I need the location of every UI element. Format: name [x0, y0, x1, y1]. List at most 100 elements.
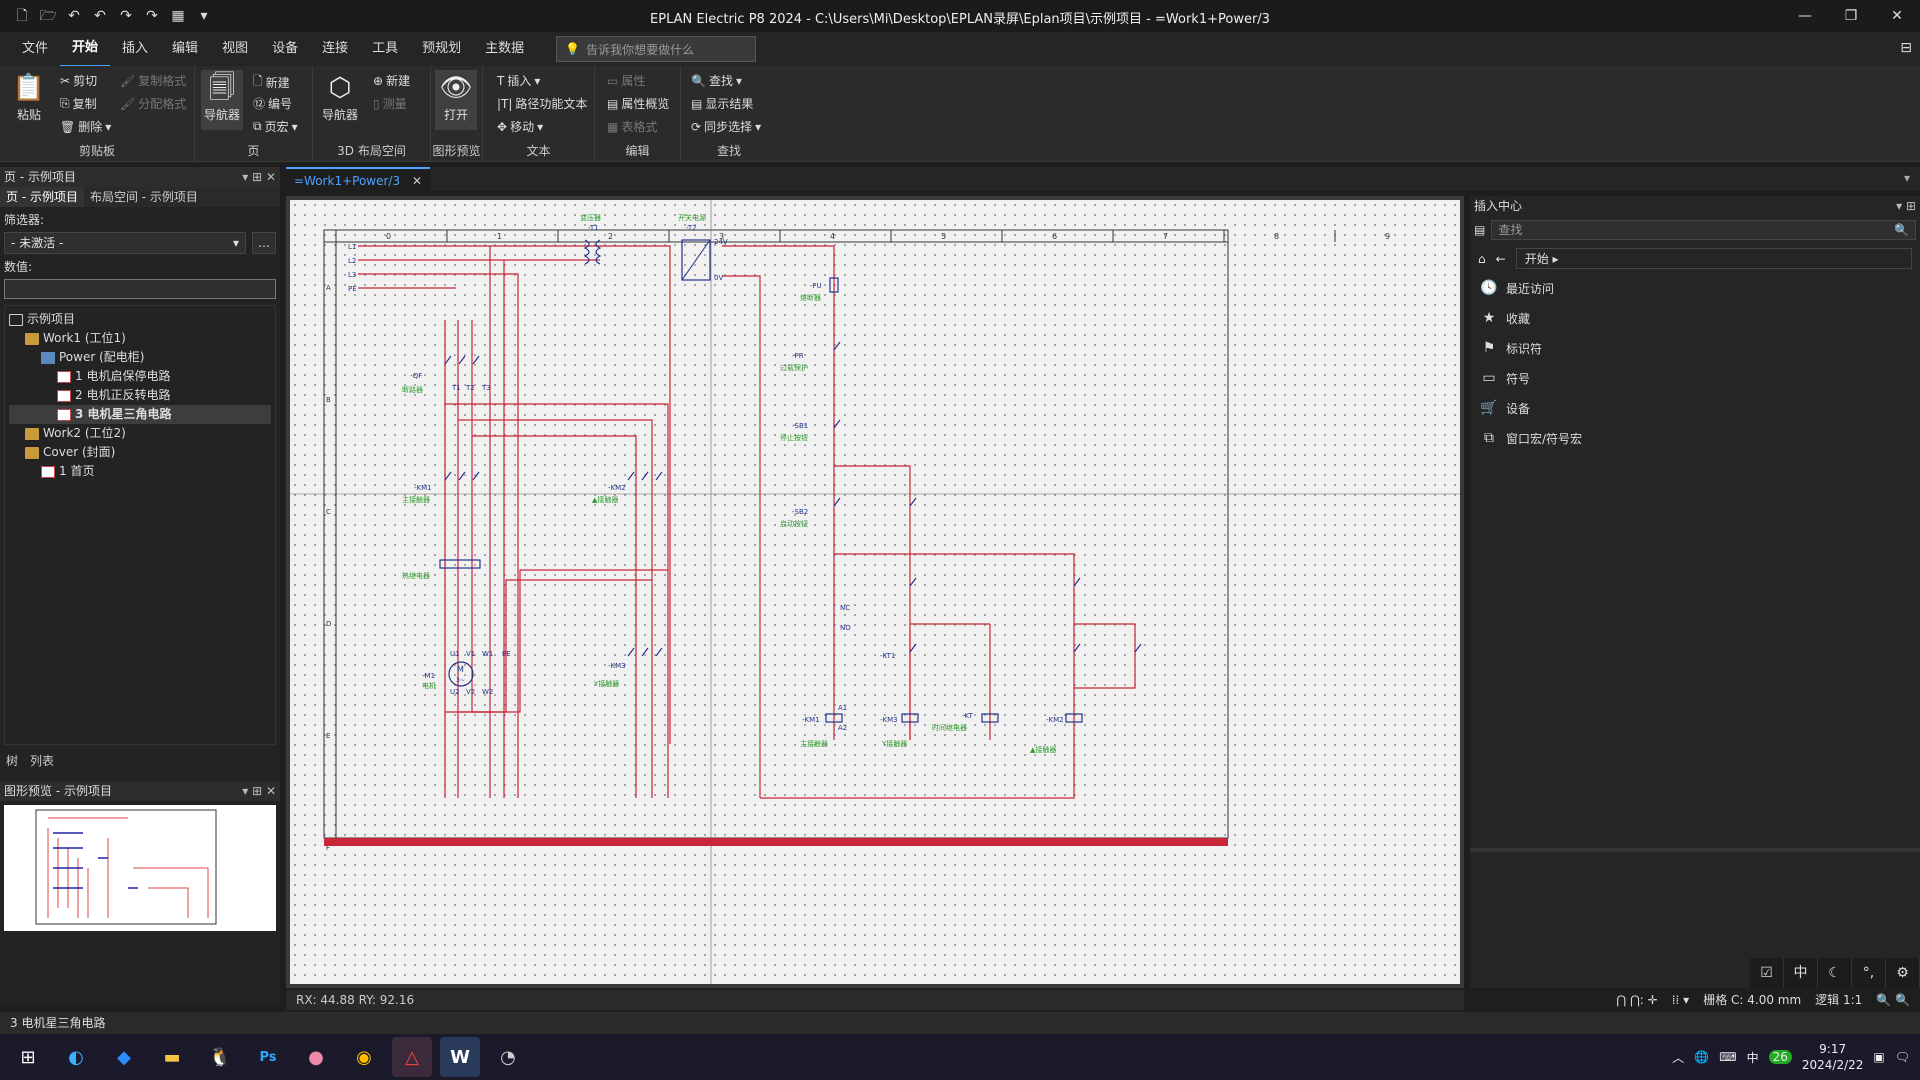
- tab-layout-space[interactable]: 布局空间 - 示例项目: [89, 190, 198, 204]
- preview-panel-controls[interactable]: ▾ ⊞ ✕: [242, 784, 276, 798]
- qq-icon[interactable]: 🐧: [208, 1046, 232, 1068]
- find-button[interactable]: 🔍查找▾: [691, 73, 742, 89]
- tree-item[interactable]: 1 首页: [9, 462, 271, 481]
- tree-item[interactable]: 1 电机启保停电路: [9, 367, 271, 386]
- panel-controls[interactable]: ▾ ⊞ ✕: [242, 170, 276, 184]
- copy-format-button[interactable]: 🖌复制格式: [120, 73, 187, 89]
- measure-button[interactable]: ▯测量: [373, 96, 407, 112]
- menu-tools[interactable]: 工具: [372, 41, 399, 56]
- edge-icon[interactable]: ◐: [68, 1046, 84, 1068]
- list-icon[interactable]: ▤: [1474, 223, 1486, 237]
- ime-indicator[interactable]: 中: [1746, 1050, 1759, 1065]
- table-icon[interactable]: ▦: [171, 8, 185, 24]
- insert-search-input[interactable]: 查找🔍: [1491, 220, 1916, 240]
- tree-item[interactable]: Work2 (工位2): [9, 424, 271, 443]
- tree-item[interactable]: 3 电机星三角电路: [9, 405, 271, 424]
- open-icon[interactable]: 🗁: [39, 8, 57, 24]
- tab-pages[interactable]: 页 - 示例项目: [0, 187, 84, 207]
- back-icon[interactable]: ←: [1495, 251, 1506, 266]
- panel-layout-icon[interactable]: ⊟: [1900, 40, 1912, 56]
- minimize-button[interactable]: —: [1798, 8, 1812, 24]
- dots-icon[interactable]: °,: [1852, 958, 1886, 988]
- value-input[interactable]: [4, 279, 276, 299]
- snap-icons[interactable]: ⋂ ⋂: ✛: [1616, 993, 1658, 1007]
- zoom-icon[interactable]: 🔍 🔍: [1876, 993, 1910, 1007]
- color-app-icon[interactable]: ●: [308, 1046, 324, 1068]
- home-icon[interactable]: ⌂: [1478, 251, 1486, 266]
- table-format-button[interactable]: ▦表格式: [607, 119, 658, 135]
- word-icon[interactable]: W: [440, 1037, 480, 1077]
- grid-icon[interactable]: ⁞⁞ ▾: [1671, 993, 1690, 1007]
- recorder-icon[interactable]: ◔: [500, 1046, 516, 1068]
- tab-list-dropdown-icon[interactable]: ▾: [1903, 171, 1910, 185]
- eplan-icon[interactable]: △: [392, 1037, 432, 1077]
- insert-item-macro[interactable]: ⧉窗口宏/符号宏: [1470, 423, 1920, 453]
- new-icon[interactable]: 🗋: [16, 8, 28, 24]
- 3d-new-button[interactable]: ⊕新建: [373, 73, 411, 89]
- show-results-button[interactable]: ▤显示结果: [691, 96, 754, 112]
- 3d-navigator-button[interactable]: ⬡导航器: [319, 70, 361, 130]
- menu-file[interactable]: 文件: [22, 41, 49, 56]
- tab-tree[interactable]: 树: [6, 754, 19, 768]
- restore-button[interactable]: ❐: [1844, 8, 1858, 24]
- chrome-icon[interactable]: ◉: [356, 1046, 372, 1068]
- redo-icon[interactable]: ↷: [120, 8, 132, 24]
- undo-icon[interactable]: ↶: [68, 8, 80, 24]
- tree-item[interactable]: Work1 (工位1): [9, 329, 271, 348]
- menu-connect[interactable]: 连接: [322, 41, 349, 56]
- sync-select-button[interactable]: ⟳同步选择▾: [691, 119, 762, 135]
- network-icon[interactable]: 🌐: [1694, 1050, 1710, 1064]
- photoshop-icon[interactable]: Ps: [259, 1049, 277, 1065]
- tab-list[interactable]: 列表: [30, 754, 55, 768]
- explorer-icon[interactable]: ▬: [163, 1046, 181, 1068]
- menu-preplan[interactable]: 预规划: [422, 41, 462, 56]
- page-navigator-button[interactable]: 🗐导航器: [201, 70, 243, 130]
- keyboard-icon[interactable]: ⌨: [1719, 1050, 1737, 1064]
- page-macro-button[interactable]: ⧉页宏▾: [253, 119, 298, 134]
- ime-icon[interactable]: 中: [1784, 958, 1818, 988]
- properties-button[interactable]: ▭属性: [607, 73, 646, 89]
- prop-overview-button[interactable]: ▤属性概览: [607, 96, 670, 112]
- breadcrumb[interactable]: 开始 ▸: [1515, 248, 1912, 269]
- paste-button[interactable]: 📋粘贴: [8, 70, 50, 130]
- tree-item[interactable]: 示例项目: [9, 310, 271, 329]
- moon-icon[interactable]: ☾: [1818, 958, 1852, 988]
- close-button[interactable]: ✕: [1891, 8, 1903, 24]
- notification-badge[interactable]: 26: [1768, 1050, 1792, 1064]
- menu-master-data[interactable]: 主数据: [485, 41, 525, 56]
- tree-item[interactable]: Cover (封面): [9, 443, 271, 462]
- new-page-button[interactable]: 🗋新建: [253, 72, 290, 93]
- insert-item-favorites[interactable]: ★收藏: [1470, 303, 1920, 333]
- path-text-button[interactable]: |T|路径功能文本: [497, 96, 588, 112]
- insert-item-device[interactable]: 🛒设备: [1480, 400, 1531, 416]
- menu-edit[interactable]: 编辑: [172, 41, 199, 56]
- qa-dropdown-icon[interactable]: ▾: [200, 8, 208, 24]
- tree-item[interactable]: 2 电机正反转电路: [9, 386, 271, 405]
- gear-icon[interactable]: ⚙: [1886, 958, 1920, 988]
- insert-item-recent[interactable]: 🕓最近访问: [1480, 280, 1555, 296]
- preview-open-button[interactable]: 👁打开: [435, 70, 477, 130]
- move-button[interactable]: ✥移动▾: [497, 119, 544, 135]
- menu-start[interactable]: 开始: [60, 31, 111, 67]
- insert-center-controls[interactable]: ▾ ⊞: [1896, 199, 1916, 213]
- redo2-icon[interactable]: ↷: [146, 8, 158, 24]
- tray-chevron-icon[interactable]: ︿: [1672, 1050, 1685, 1065]
- notification-icon[interactable]: 🗨: [1894, 1050, 1910, 1064]
- copy-button[interactable]: ⎘复制: [60, 96, 97, 111]
- menu-view[interactable]: 视图: [222, 41, 249, 56]
- close-tab-icon[interactable]: ✕: [412, 174, 423, 188]
- app-icon[interactable]: ◆: [117, 1046, 131, 1068]
- doc-tab-power3[interactable]: =Work1+Power/3✕: [286, 167, 431, 191]
- tree-item[interactable]: Power (配电柜): [9, 348, 271, 367]
- menu-insert[interactable]: 插入: [122, 41, 149, 56]
- assign-format-button[interactable]: 🖌分配格式: [120, 96, 187, 112]
- cut-button[interactable]: ✂剪切: [60, 73, 98, 89]
- start-icon[interactable]: ⊞: [20, 1046, 36, 1068]
- undo2-icon[interactable]: ↶: [94, 8, 106, 24]
